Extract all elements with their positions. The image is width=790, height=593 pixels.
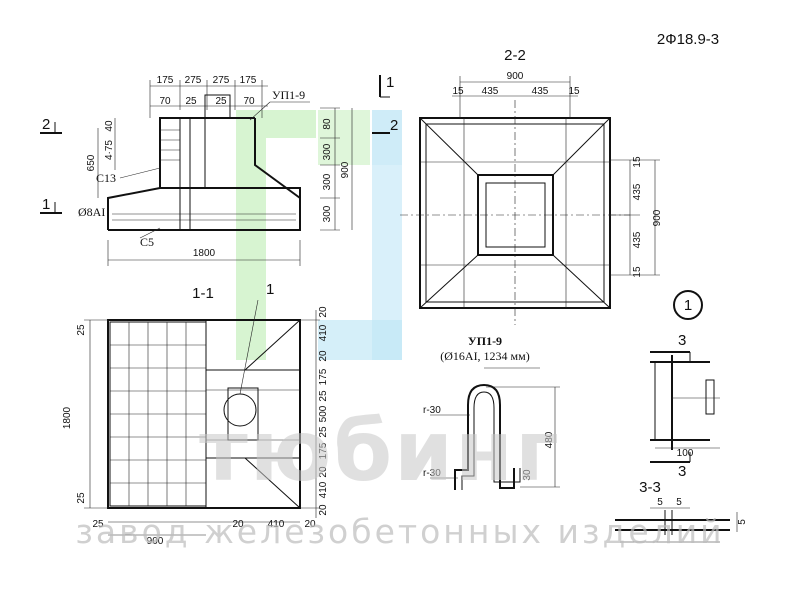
elevation-labels: 175 275 275 175 70 25 25 70 УП1-9 80 300… (42, 74, 398, 259)
dim-second-1: 70 (159, 96, 171, 107)
s11-right-11: 20 (318, 504, 329, 516)
s11-bottom-4: 20 (304, 519, 316, 530)
s11-right-3: 20 (318, 350, 329, 362)
detail-1-view (650, 290, 720, 463)
bend-foot: 30 (522, 469, 533, 481)
dim-top-2: 275 (185, 75, 202, 86)
s11-bottom-total: 900 (147, 536, 164, 547)
section-title-3-3: 3-3 (639, 479, 661, 496)
s22-right-1: 15 (632, 156, 643, 168)
s11-left-bottom: 25 (76, 492, 87, 504)
s11-bottom-2: 20 (232, 519, 244, 530)
cut-label-3-bottom: 3 (678, 463, 686, 480)
s11-right-9: 20 (318, 466, 329, 478)
section-3-3-labels: 3-3 5 5 5 (639, 479, 748, 525)
s22-top-4: 15 (568, 86, 580, 97)
product-code: 2Ф18.9-3 (657, 31, 719, 48)
s11-right-2: 410 (318, 324, 329, 341)
s33-side: 5 (737, 519, 748, 525)
s11-left-total: 1800 (62, 406, 73, 429)
dim-top-3: 275 (213, 75, 230, 86)
s22-top-total: 900 (507, 71, 524, 82)
s33-gap-a: 5 (657, 497, 663, 508)
s22-top-3: 435 (532, 86, 549, 97)
dim-left-small: 40 (104, 120, 115, 132)
watermark-brand: тюбинг (199, 402, 561, 500)
cut-label-3-top: 3 (678, 332, 686, 349)
s22-right-total: 900 (652, 209, 663, 226)
cut-label-2-left: 2 (42, 116, 50, 133)
dim-left-height: 650 (86, 154, 97, 171)
section-2-2-view (400, 76, 660, 325)
label-up19: УП1-9 (272, 88, 305, 102)
s11-bottom-1: 25 (92, 519, 104, 530)
dim-overall-height: 900 (340, 161, 351, 178)
dim-top-1: 175 (157, 75, 174, 86)
s11-right-8: 175 (318, 442, 329, 459)
bent-bar-labels: УП1-9 (Ø16АI, 1234 мм) r-30 r-30 480 30 (423, 334, 555, 481)
s11-right-6: 500 (318, 405, 329, 422)
dim-second-4: 70 (243, 96, 255, 107)
section-title-1-1: 1-1 (192, 285, 214, 302)
detail-1-labels: 1 3 100 3 (677, 297, 694, 480)
label-c5: С5 (140, 235, 154, 249)
s11-right-5: 25 (318, 390, 329, 402)
section-1-1-view (84, 299, 320, 536)
bend-height: 480 (544, 431, 555, 448)
cut-label-1-left: 1 (42, 196, 50, 213)
dim-right-3: 300 (322, 173, 333, 190)
detail-width: 100 (677, 448, 694, 459)
cut-label-2-right: 2 (390, 117, 398, 134)
s11-left-top: 25 (76, 324, 87, 336)
bent-bar-view (430, 367, 560, 490)
section-1-1-labels: 1-1 1 1800 25 25 900 25 20 410 20 20 410… (62, 281, 329, 547)
s11-right-10: 410 (318, 481, 329, 498)
s22-top-2: 435 (482, 86, 499, 97)
label-bar-d8: Ø8АI (78, 205, 105, 219)
dim-top-4: 175 (240, 75, 257, 86)
cut-label-1-top: 1 (386, 74, 394, 91)
s22-right-4: 15 (632, 266, 643, 278)
s33-gap-b: 5 (676, 497, 682, 508)
section-title-2-2: 2-2 (504, 47, 526, 64)
s22-top-1: 15 (452, 86, 464, 97)
dim-width: 1800 (193, 248, 216, 259)
bend-radius-bottom: r-30 (423, 468, 441, 479)
watermark-text: тюбинг завод железобетонных изделий (75, 402, 724, 551)
s11-right-7: 25 (318, 426, 329, 438)
dim-second-2: 25 (185, 96, 197, 107)
s22-right-3: 435 (632, 231, 643, 248)
bend-radius-top: r-30 (423, 405, 441, 416)
up19-title: УП1-9 (468, 334, 502, 348)
section-2-2-labels: 2-2 900 15 435 435 15 15 435 435 15 900 (452, 47, 663, 278)
dim-right-1: 80 (322, 118, 333, 130)
detail-number: 1 (684, 297, 692, 314)
label-c13: С13 (96, 171, 116, 185)
dim-second-3: 25 (215, 96, 227, 107)
s11-right-1: 20 (318, 306, 329, 318)
dim-right-2: 300 (322, 143, 333, 160)
dim-right-4: 300 (322, 205, 333, 222)
up19-spec: (Ø16АI, 1234 мм) (440, 349, 530, 363)
watermark-logo (236, 110, 402, 360)
leader-label-1: 1 (266, 281, 274, 298)
section-3-3-view (615, 507, 738, 543)
watermark-subtitle: завод железобетонных изделий (75, 512, 724, 551)
s11-bottom-3: 410 (268, 519, 285, 530)
elevation-view (40, 75, 390, 266)
dim-left-pitch: 4·75 (104, 140, 115, 160)
s22-right-2: 435 (632, 183, 643, 200)
s11-right-4: 175 (318, 368, 329, 385)
